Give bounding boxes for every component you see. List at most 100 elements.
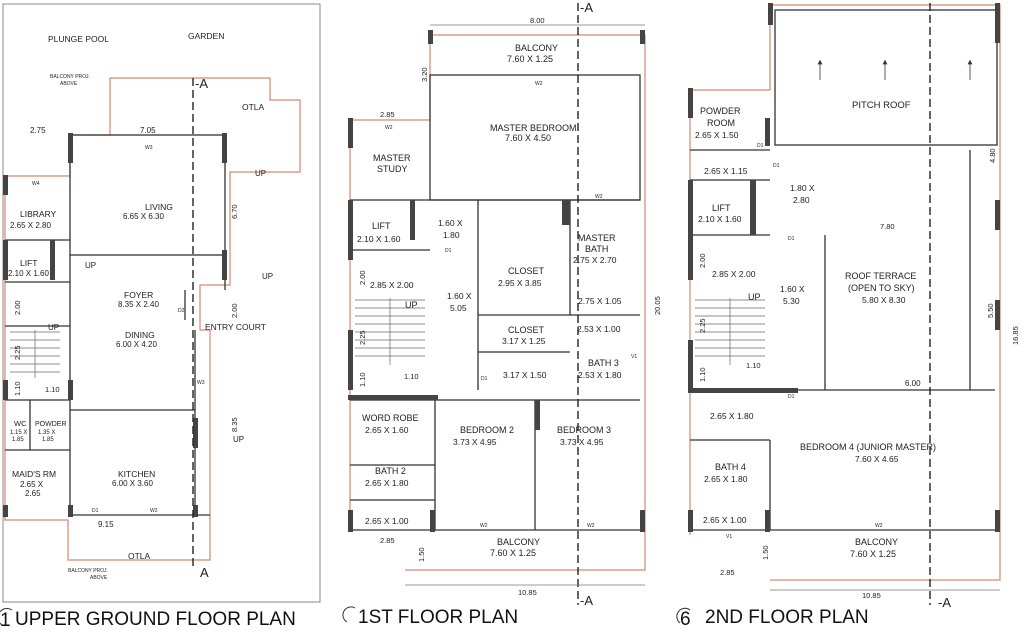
balcony-top-size: 7.60 X 1.25 <box>507 54 553 64</box>
up-label-5: UP <box>48 323 59 332</box>
dim-200b: 2.00 <box>230 303 239 318</box>
door-d1-2nd-c: D1 <box>788 236 795 242</box>
dim-110b: 1.10 <box>45 385 60 394</box>
up-label-2: UP <box>85 261 96 270</box>
dim-200a: 2.00 <box>13 300 22 315</box>
dim-160x: 1.60 X <box>438 218 463 228</box>
dim-160x505-b: 5.05 <box>450 303 467 313</box>
dim-480: 4.80 <box>988 148 997 163</box>
living-label: LIVING <box>145 202 173 212</box>
balcony-bottom-size: 7.60 X 1.25 <box>490 548 536 558</box>
master-bath-size: 2.75 X 2.70 <box>573 255 617 265</box>
up-label-1st: UP <box>405 300 418 310</box>
dim-1685: 16.85 <box>1011 326 1020 345</box>
door-d1-1st-b: D1 <box>481 376 488 382</box>
kitchen-size: 6.00 X 3.60 <box>112 479 153 488</box>
wc-size-1: 1.15 X <box>10 430 27 436</box>
lift-size-2nd: 2.10 X 1.60 <box>698 214 742 224</box>
closet-size: 2.95 X 3.85 <box>498 278 542 288</box>
bedroom2-label: BEDROOM 2 <box>460 425 514 435</box>
balcony-proj-bottom: BALCONY PROJ. <box>68 568 108 574</box>
up-label-3: UP <box>262 272 273 281</box>
dim-780: 7.80 <box>880 222 895 231</box>
plan-number-1: 1 <box>0 610 11 631</box>
first-floor-plan: 8.00 3.20 2.85 <box>342 0 662 628</box>
window-w2-2nd: W2 <box>875 523 883 529</box>
powder-room-size: 2.65 X 1.50 <box>695 130 739 140</box>
window-w3: W3 <box>145 145 153 151</box>
vent-v1-1st: V1 <box>631 354 637 360</box>
window-w2-1st-b: W2 <box>595 194 603 200</box>
bedroom3-size: 3.73 X 4.95 <box>560 437 604 447</box>
bath3-label: BATH 3 <box>588 358 619 368</box>
maids-room-label: MAID'S RM <box>12 469 56 479</box>
balcony-proj-label: BALCONY PROJ. <box>50 74 90 80</box>
section-a-bottom-2nd: -A <box>938 595 951 610</box>
dim-110b-1st: 1.10 <box>404 372 419 381</box>
lift-label-2nd: LIFT <box>712 203 731 213</box>
bedroom4-label: BEDROOM 4 (JUNIOR MASTER) <box>800 442 936 452</box>
roof-terrace-label-2: (OPEN TO SKY) <box>848 283 915 293</box>
up-label-2nd: UP <box>748 292 761 302</box>
door-d1-2nd-a: D1 <box>757 143 764 149</box>
dim-915: 9.15 <box>98 520 114 529</box>
dim-285x200-2nd: 2.85 X 2.00 <box>712 269 756 279</box>
maids-room-size-1: 2.65 X <box>20 480 44 489</box>
dim-180: 1.80 <box>443 230 460 240</box>
plan-number-6: 6 <box>680 609 691 630</box>
powder-size-2: 1.85 <box>42 437 54 443</box>
dim-225: 2.25 <box>13 345 22 360</box>
dim-275x105: 2.75 X 1.05 <box>578 296 622 306</box>
dim-317x150: 3.17 X 1.50 <box>503 370 547 380</box>
bath2-size: 2.65 X 1.80 <box>365 478 409 488</box>
powder-room-label-2: ROOM <box>707 118 735 128</box>
dining-label: DINING <box>125 330 155 340</box>
master-bedroom-size: 7.60 X 4.50 <box>505 133 551 143</box>
balcony-proj-bottom-above: ABOVE <box>90 575 108 581</box>
window-w3-b: W3 <box>197 380 205 386</box>
upper-ground-floor-plan: -A A PLUNGE POOL GARDEN BALCONY PROJ. AB… <box>0 3 321 631</box>
dim-265x100-1st: 2.65 X 1.00 <box>365 516 409 526</box>
bedroom4-size: 7.60 X 4.65 <box>855 454 899 464</box>
bath4-size: 2.65 X 1.80 <box>704 474 748 484</box>
dim-265x115: 2.65 X 1.15 <box>704 166 748 176</box>
section-a-bottom-1st: -A <box>580 593 593 608</box>
dim-110a-2nd: 1.10 <box>698 367 707 382</box>
section-a-top: -A <box>195 76 208 91</box>
dim-110a-1st: 1.10 <box>358 372 367 387</box>
master-bath-label-2: BATH <box>585 244 608 254</box>
dim-200-2nd: 2.00 <box>698 253 707 268</box>
balcony-bottom-label: BALCONY <box>497 537 540 547</box>
word-robe-label: WORD ROBE <box>362 413 419 423</box>
powder-room-label-1: POWDER <box>700 106 741 116</box>
closet2-size: 3.17 X 1.25 <box>502 336 546 346</box>
foyer-label: FOYER <box>124 290 153 300</box>
lift-size: 2.10 X 1.60 <box>8 269 49 278</box>
pitch-roof-label: PITCH ROOF <box>852 100 911 111</box>
wc-size-2: 1.85 <box>12 437 24 443</box>
otla-top-label: OTLA <box>242 102 265 112</box>
word-robe-size: 2.65 X 1.60 <box>365 425 409 435</box>
dim-150-2nd: 1.50 <box>761 545 770 560</box>
dim-530: 5.30 <box>783 296 800 306</box>
section-a-top-1st: -A <box>580 0 593 15</box>
dim-600: 6.00 <box>905 379 921 388</box>
maids-room-size-2: 2.65 <box>25 489 41 498</box>
dim-550: 5.50 <box>986 303 995 318</box>
window-w2-1st-a: W2 <box>535 81 543 87</box>
dim-180x: 1.80 X <box>790 183 815 193</box>
dining-size: 6.00 X 4.20 <box>116 340 157 349</box>
lift-size-1st: 2.10 X 1.60 <box>357 234 401 244</box>
dim-285x200: 2.85 X 2.00 <box>370 280 414 290</box>
dim-265x100-2nd: 2.65 X 1.00 <box>703 515 747 525</box>
bedroom3-label: BEDROOM 3 <box>557 425 611 435</box>
dim-225-2nd: 2.25 <box>698 318 707 333</box>
second-floor-title: 2ND FLOOR PLAN <box>705 607 869 628</box>
window-w2: W2 <box>150 508 158 514</box>
dim-1085-1st: 10.85 <box>518 588 537 597</box>
dim-2005: 20.05 <box>653 296 662 315</box>
dim-320: 3.20 <box>420 67 429 82</box>
dim-110b-2nd: 1.10 <box>746 361 761 370</box>
closet2-label: CLOSET <box>508 325 545 335</box>
